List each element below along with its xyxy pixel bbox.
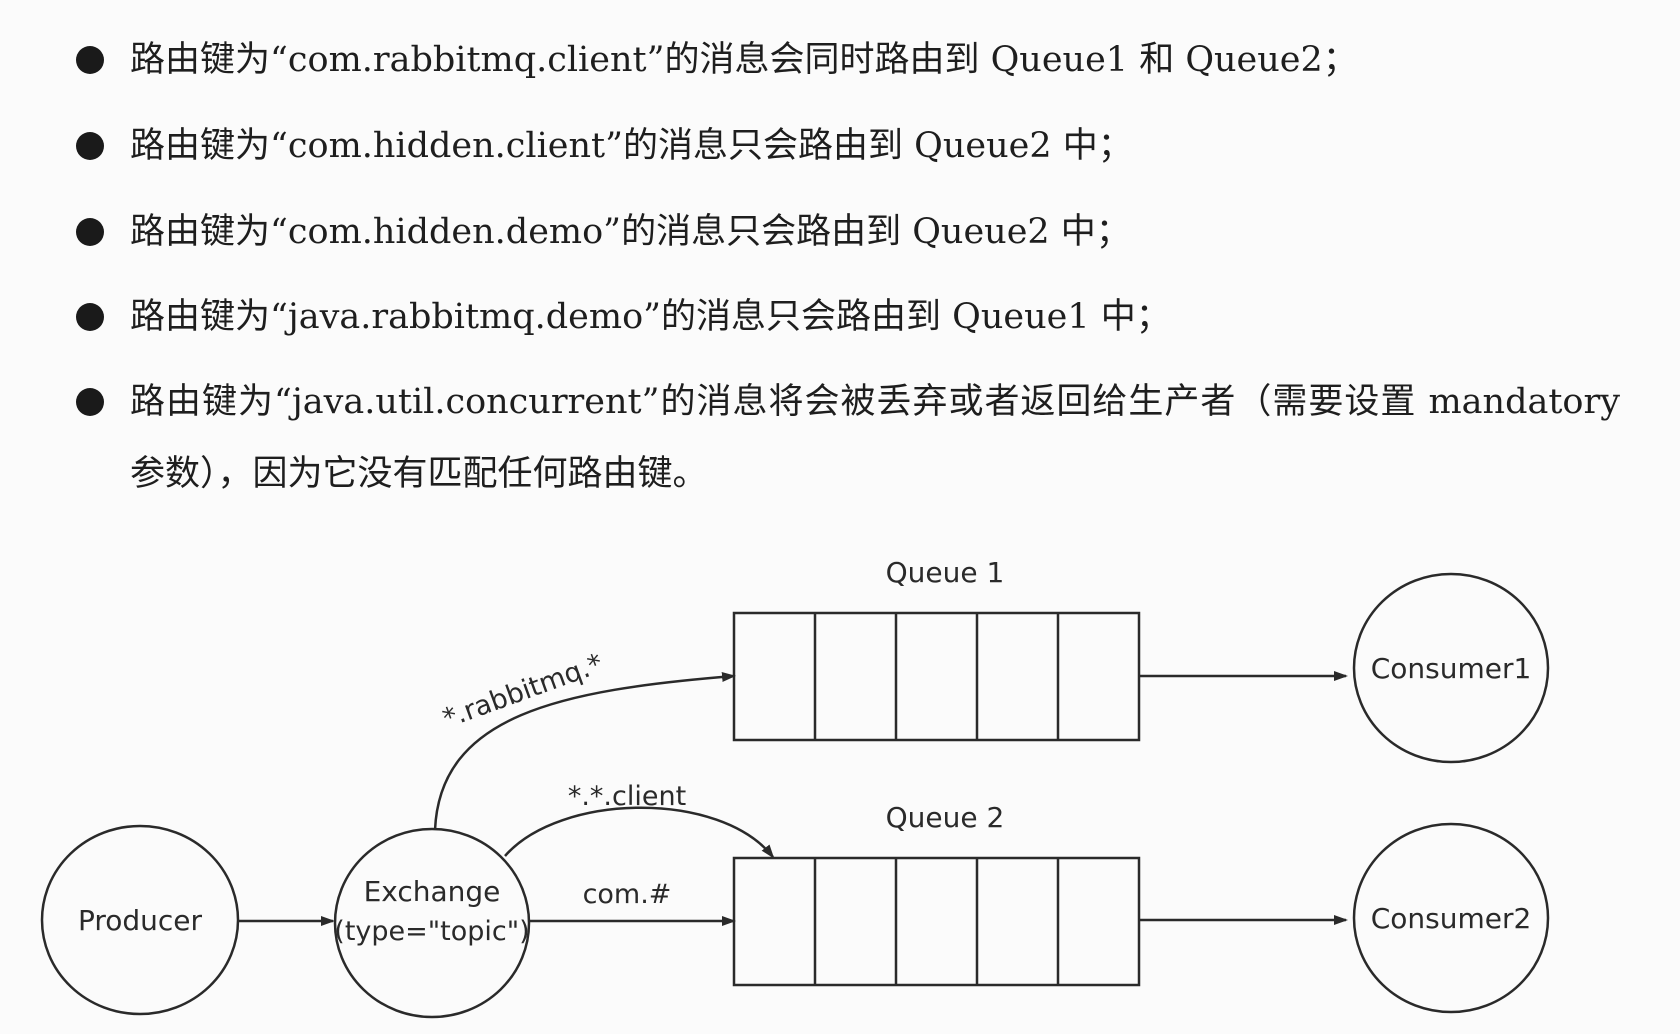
binding-client-arrow	[504, 806, 775, 859]
binding-rabbitmq-arrow	[433, 671, 736, 831]
consumer1-label: Consumer1	[1371, 652, 1532, 685]
bullet-text: 路由键为“java.util.concurrent”的消息将会被丢弃或者返回给生…	[130, 382, 1620, 494]
exchange-type-label: (type="topic")	[334, 916, 529, 947]
bullet-item-4: 路由键为“java.rabbitmq.demo”的消息只会路由到 Queue1 …	[76, 281, 1620, 353]
binding-rabbitmq-label: *.rabbitmq.*	[439, 648, 607, 734]
consumer2-circle	[1352, 822, 1550, 1014]
consumer2-label: Consumer2	[1371, 902, 1532, 935]
binding-client-label: *.*.client	[568, 781, 686, 812]
queue1-node: Queue 1	[732, 556, 1141, 742]
bullet-item-2: 路由键为“com.hidden.client”的消息只会路由到 Queue2 中…	[76, 110, 1620, 182]
queue2-box	[732, 856, 1141, 987]
consumer1-circle	[1352, 572, 1550, 764]
exchange-node: Exchange (type="topic")	[333, 827, 531, 1019]
exchange-circle	[333, 827, 531, 1019]
binding-com-label: com.#	[583, 879, 672, 910]
bullet-dot-icon	[76, 132, 104, 160]
bullet-text: 路由键为“com.rabbitmq.client”的消息会同时路由到 Queue…	[130, 40, 1358, 80]
queue2-node: Queue 2	[732, 801, 1141, 987]
bullet-dot-icon	[76, 218, 104, 246]
bullet-dot-icon	[76, 46, 104, 74]
producer-label: Producer	[78, 904, 203, 937]
queue1-label: Queue 1	[886, 556, 1005, 589]
bullet-item-1: 路由键为“com.rabbitmq.client”的消息会同时路由到 Queue…	[76, 24, 1620, 96]
topic-exchange-diagram: Producer Exchange (type="topic") Queue 1…	[40, 556, 1550, 1019]
bullet-text: 路由键为“java.rabbitmq.demo”的消息只会路由到 Queue1 …	[130, 297, 1171, 337]
consumer2-node: Consumer2	[1352, 822, 1550, 1014]
queue2-label: Queue 2	[886, 801, 1005, 834]
bullet-dot-icon	[76, 388, 104, 416]
consumer1-node: Consumer1	[1352, 572, 1550, 764]
bullet-dot-icon	[76, 303, 104, 331]
producer-node: Producer	[40, 824, 240, 1016]
bullet-item-5: 路由键为“java.util.concurrent”的消息将会被丢弃或者返回给生…	[76, 366, 1620, 510]
bullet-text: 路由键为“com.hidden.client”的消息只会路由到 Queue2 中…	[130, 126, 1133, 166]
bullet-text: 路由键为“com.hidden.demo”的消息只会路由到 Queue2 中；	[130, 212, 1131, 252]
exchange-label: Exchange	[364, 875, 501, 908]
queue1-box	[732, 611, 1141, 742]
bullet-item-3: 路由键为“com.hidden.demo”的消息只会路由到 Queue2 中；	[76, 196, 1620, 268]
